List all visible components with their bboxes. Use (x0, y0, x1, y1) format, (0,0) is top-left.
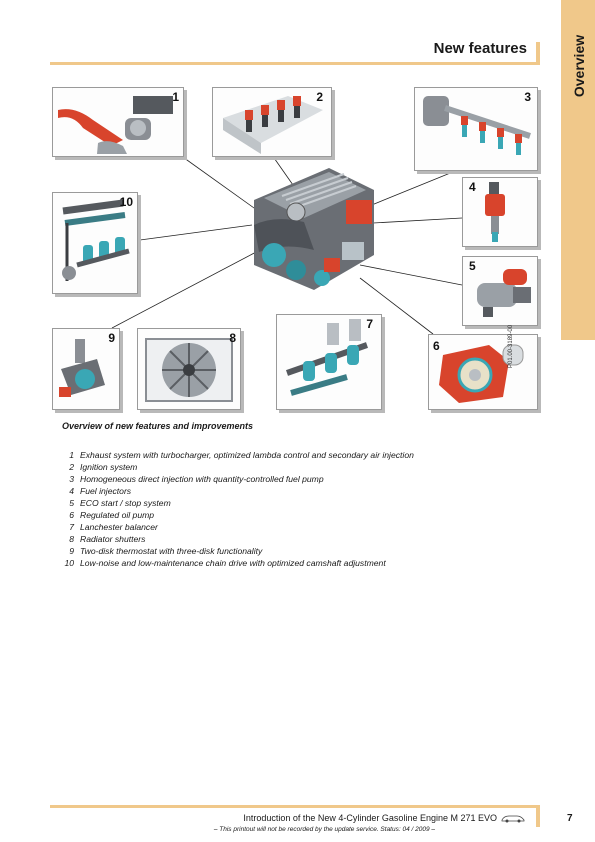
component-image-ignition: 2 (212, 87, 332, 157)
component-image-oil-pump: 6 (428, 334, 538, 410)
page-number: 7 (567, 813, 573, 824)
callout-2: 2 (316, 90, 323, 104)
footer-rule (50, 805, 540, 808)
callout-10: 10 (119, 195, 133, 209)
footer-title: Introduction of the New 4-Cylinder Gasol… (243, 813, 497, 823)
component-image-radiator-shutters: 8 (137, 328, 241, 410)
callout-1: 1 (172, 90, 179, 104)
component-image-fuel-injector: 4 (462, 177, 538, 247)
component-image-exhaust: 1 (52, 87, 184, 157)
header-rule (50, 62, 540, 65)
callout-6: 6 (433, 339, 440, 353)
callout-9: 9 (108, 331, 115, 345)
page-title: New features (433, 40, 527, 57)
callout-8: 8 (229, 331, 236, 345)
footer-rule-tick (536, 805, 540, 827)
component-image-chain-drive: 10 (52, 192, 138, 294)
component-image-fuel-injection: 3 (414, 87, 538, 171)
callout-3: 3 (524, 90, 531, 104)
callout-4: 4 (469, 180, 476, 194)
component-image-thermostat: 9 (52, 328, 120, 410)
header-rule-tick (536, 42, 540, 65)
figure-caption: Overview of new features and improvement… (62, 421, 254, 431)
figure-reference-code: P01.00-3189-00 (508, 324, 514, 368)
component-image-lanchester-balancer: 7 (276, 314, 382, 410)
component-image-starter: 5 (462, 256, 538, 326)
callout-7: 7 (366, 317, 373, 331)
footer-note: – This printout will not be recorded by … (213, 826, 435, 833)
engine-illustration (234, 160, 384, 300)
callout-5: 5 (469, 259, 476, 273)
car-logo-icon (501, 815, 525, 823)
section-tab: Overview (561, 0, 595, 340)
